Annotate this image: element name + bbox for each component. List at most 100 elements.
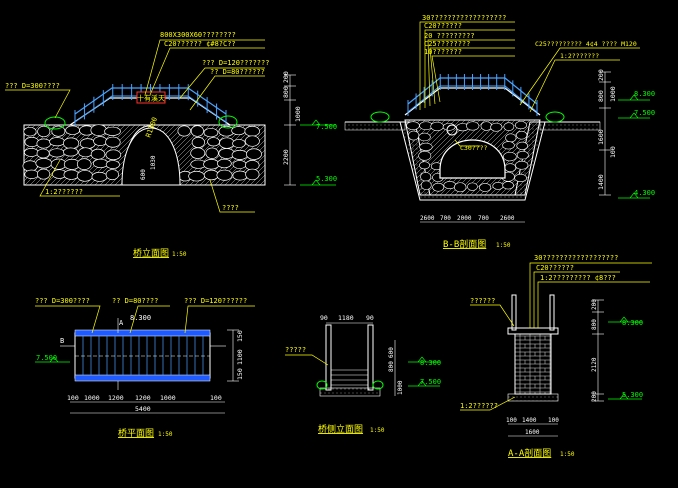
plan-bottom-dims: 100 1000 1200 1200 1000 100 [67,394,222,402]
aa-note-4: ?????? [470,297,495,305]
rubble-stone [244,135,260,147]
rubble-stone [418,150,432,161]
side-rdim-1: 600 [388,347,395,358]
rubble-stone [492,181,504,190]
rubble-stone [36,138,52,149]
front-title: 桥立面图 [133,247,169,259]
rubble-stone [22,160,38,172]
plan-elev-mark [35,356,70,363]
side-elevation-view: ????? 90 1180 90 600 800 1000 8.300 7.50… [285,314,441,435]
rubble-stone [93,136,108,146]
rubble-stone [76,170,94,182]
rubble-stone [92,158,109,169]
side-elev-marks [408,356,440,387]
side-base [319,387,381,397]
rubble-stone [48,148,65,158]
plan-rail-bottom [74,374,211,382]
rubble-stone [516,130,528,140]
aa-bdim-2: 1400 [522,417,537,424]
bb-note-2: C20?????? [424,22,462,30]
rubble-stone [177,125,191,137]
rubble-stone [105,169,119,181]
side-top-dim-2: 1180 [338,314,354,322]
bb-dim-1400: 1400 [597,174,605,190]
front-elevation-view: 十有溪天 R1300 800X300X60???????? C20?????? … [5,31,337,259]
rubble-stone [49,137,65,147]
rubble-stone [105,149,122,161]
bb-dim-chain [599,71,611,196]
bb-bdim-3: 2000 [457,215,472,222]
plan-note-3: ??? D=120?????? [184,297,247,305]
rubble-stone [502,141,515,150]
front-note-5: ??? D=300???? [5,82,60,90]
aa-sdim-3: 2120 [591,357,598,372]
rubble-stone [246,148,262,160]
rubble-stone [78,147,93,158]
plan-a-mark: A [119,319,124,327]
bb-note-6: C25????????? 4¢4 ???? M120 [535,40,637,48]
rubble-stone [231,149,248,160]
aa-title: A-A剖面图 [508,447,551,459]
aa-total: 1600 [525,429,540,436]
rubble-stone [480,121,493,131]
aa-note-2: C20?????? [536,264,574,272]
side-rdim-2: 800 [388,361,395,372]
plan-rail-top [74,329,211,337]
front-dim-200: 200 [282,71,290,83]
aa-left-post [511,294,517,331]
bb-leaders [419,21,640,147]
side-elev-1: 8.300 [420,359,441,367]
side-right-post [367,324,374,391]
plan-side-dim-3: 150 [236,368,244,380]
front-note-7: ???? [222,204,239,212]
bb-ground-hatch-left [344,121,406,131]
bb-center-circle [446,124,458,136]
bb-note-3: 20 ????????? [424,32,475,40]
rubble-stone [24,169,39,179]
front-note-3: ??? D=120??????? [202,59,269,67]
bb-dim-800: 800 [597,90,605,102]
plan-elev: 7.500 [36,354,57,362]
aa-note-3: 1:2????????? ¢8??? [540,274,616,282]
rubble-stone [418,132,431,142]
section-aa-view: 30?????????????????? C20?????? 1:2??????… [460,254,652,459]
front-leaders [5,39,265,213]
front-arch-opening [121,127,181,186]
aa-title-scale: 1:50 [560,451,575,458]
plan-title: 桥平面图 [118,427,154,439]
rubble-stone [244,125,260,137]
side-title-scale: 1:50 [370,427,385,434]
rubble-stone [90,124,107,136]
plan-view: ??? D=300???? ?? D=80???? ??? D=120?????… [35,297,255,439]
rubble-stone [36,168,51,180]
bb-elev-3: 4.300 [634,189,655,197]
side-rdim-3: 1000 [397,380,404,395]
plan-deck-boards [75,336,210,375]
front-note-6: 1:2?????? [45,188,83,196]
rubble-stone [479,183,492,192]
rubble-stone [430,121,444,132]
rubble-stone [205,147,219,159]
side-leader [285,354,329,366]
aa-note-1: 30?????????????????? [534,254,618,262]
rubble-stone [79,138,96,149]
rubble-stone [90,148,106,160]
rubble-stone [514,121,527,130]
side-left-post [325,324,332,391]
rubble-stone [188,170,205,182]
bb-elev-2: 7.500 [634,109,655,117]
shrub-icon [218,115,238,129]
front-dim-2200: 2200 [282,149,290,165]
rubble-stone [207,137,220,147]
rubble-stone [502,181,514,190]
rubble-stone [245,168,260,181]
front-elev-2: 5.300 [316,175,337,183]
bb-ground-hatch-right [539,121,601,131]
rubble-stone [515,160,529,170]
rubble-stone [219,137,235,149]
bb-dim-200: 200 [597,69,605,81]
rubble-stone [231,126,246,136]
rubble-stone [203,159,220,170]
rubble-stone [420,180,432,190]
bb-bdim-5: 2600 [500,215,515,222]
